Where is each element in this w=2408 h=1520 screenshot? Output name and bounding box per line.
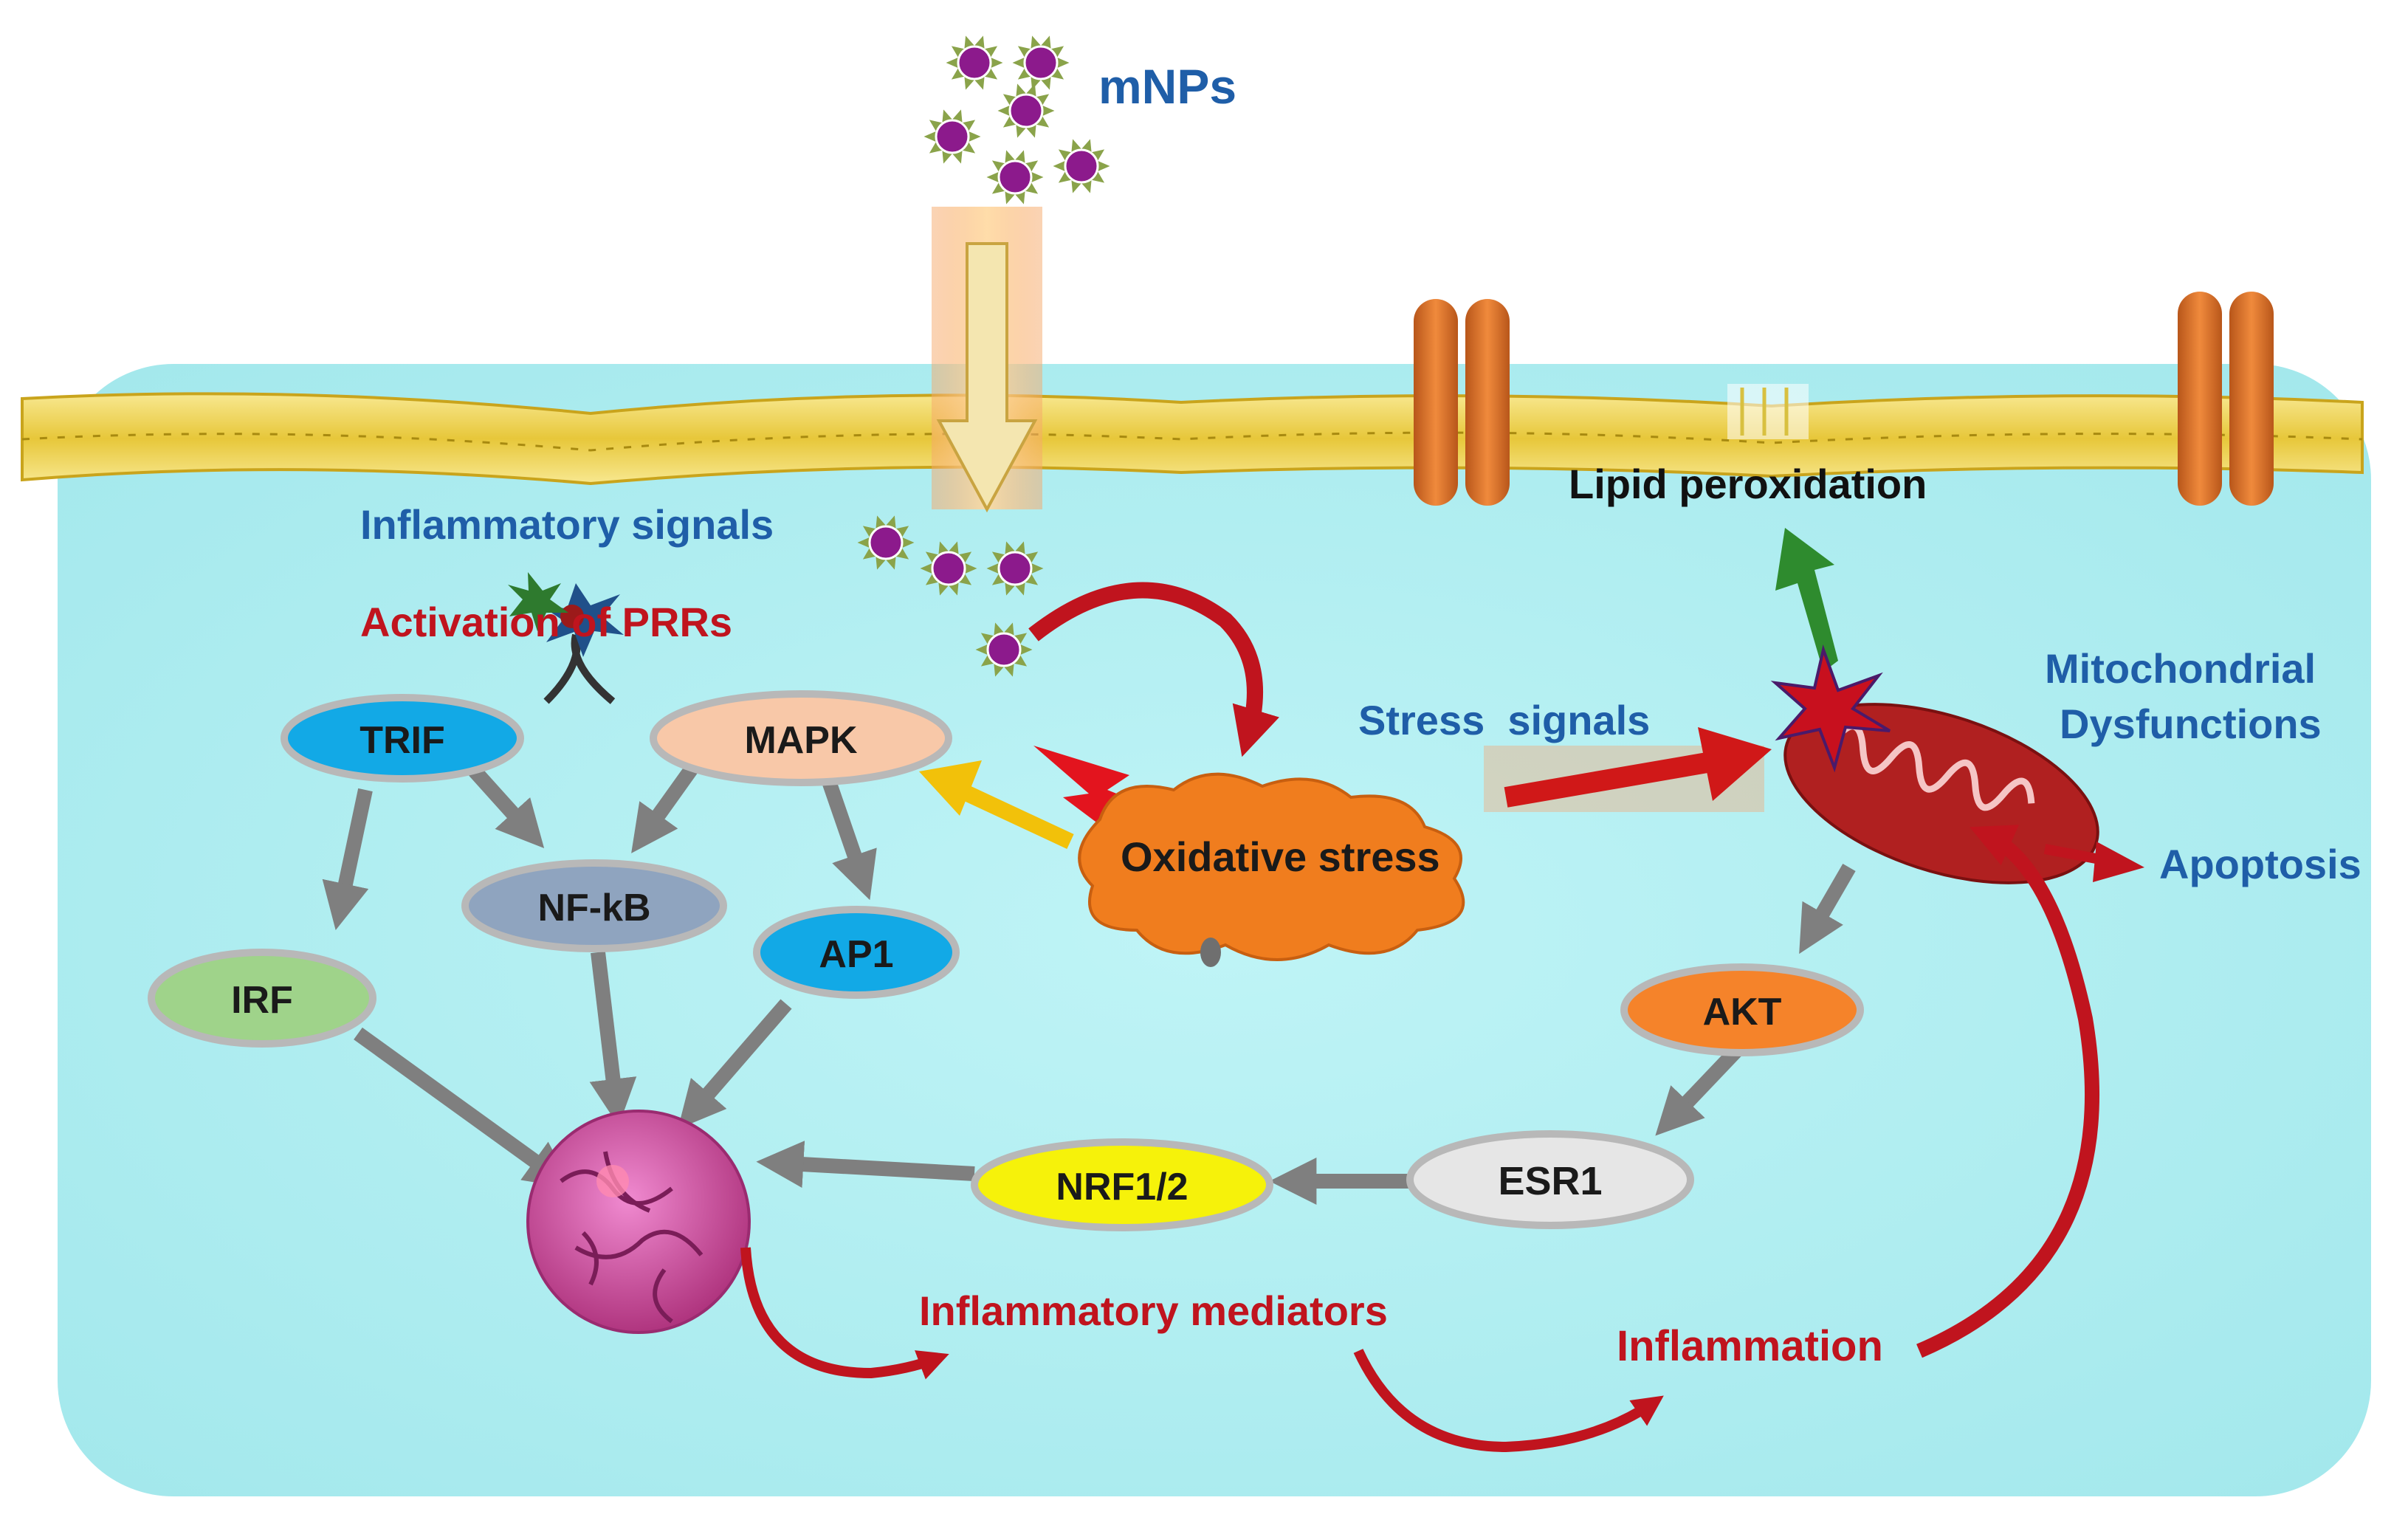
node-akt: AKT: [1620, 963, 1864, 1056]
inflammatory-signals-label: Inflammatory signals: [360, 501, 774, 548]
dysfunctions-label: Dysfunctions: [2060, 701, 2322, 747]
np-to-stress-arrow: [1028, 582, 1279, 757]
inflammation-to-mito-arrow: [1916, 825, 2100, 1358]
svg-text:IRF: IRF: [231, 979, 293, 1022]
node-nrf: NRF1/2: [971, 1138, 1273, 1231]
inflammatory-mediators-label: Inflammatory mediators: [919, 1287, 1388, 1334]
nanoparticle-icon: [997, 83, 1055, 138]
lipid-peroxidation-label: Lipid peroxidation: [1569, 461, 1927, 507]
svg-text:TRIF: TRIF: [360, 719, 445, 762]
svg-text:NF-kB: NF-kB: [537, 887, 650, 929]
apoptosis-arrow: [2043, 842, 2144, 882]
ion-channel-icon: [2178, 292, 2274, 506]
nanoparticle-icon: [923, 109, 981, 164]
inflammation-label: Inflammation: [1617, 1322, 1883, 1370]
apoptosis-label: Apoptosis: [2159, 841, 2361, 887]
lipid-damage-icon: [1727, 384, 1809, 439]
nanoparticle-icon: [986, 541, 1044, 596]
receptor-icon: [508, 572, 624, 704]
signal-arrows: [322, 755, 1856, 1206]
nanoparticle-icon: [1053, 139, 1110, 193]
svg-text:MAPK: MAPK: [744, 719, 858, 762]
nanoparticle-icon: [975, 622, 1033, 677]
oxidative-stress-label: Oxidative stress: [1121, 833, 1440, 880]
mitochondrial-label: Mitochondrial: [2045, 645, 2316, 692]
ion-channel-icon: [1414, 299, 1510, 506]
stress-signals-label: Stress signals: [1358, 697, 1650, 743]
nanoparticle-icon: [1012, 35, 1070, 90]
svg-text:ESR1: ESR1: [1498, 1159, 1602, 1203]
nanoparticle-icon: [920, 541, 977, 596]
svg-text:AKT: AKT: [1703, 991, 1782, 1034]
node-mapk: MAPK: [650, 690, 952, 786]
node-esr1: ESR1: [1406, 1130, 1694, 1229]
activation-prrs-label: Activation of PRRs: [360, 599, 732, 645]
mediators-to-inflammation-arrow: [1353, 1349, 1664, 1453]
svg-text:AP1: AP1: [819, 933, 893, 976]
node-ap1: AP1: [753, 906, 960, 999]
stress-signals-arrow: [1484, 727, 1772, 812]
nucleus-to-mediators-arrow: [740, 1247, 949, 1380]
entry-arrow: [932, 207, 1042, 513]
nanoparticle-icon: [946, 35, 1003, 90]
node-irf: IRF: [148, 949, 376, 1048]
nanoparticle-icon: [857, 515, 915, 570]
cloud-icon: [1078, 772, 1465, 967]
mitochondrion-icon: [1770, 644, 2099, 884]
stress-to-mapk-arrow: [919, 760, 1074, 849]
mnps-label: mNPs: [1098, 59, 1236, 114]
nucleus-icon: [526, 1110, 751, 1334]
svg-text:NRF1/2: NRF1/2: [1056, 1166, 1188, 1208]
nanoparticle-icon: [986, 150, 1044, 204]
node-nfkb: NF-kB: [461, 859, 727, 952]
node-trif: TRIF: [281, 694, 524, 783]
lipid-arrow: [1775, 528, 1838, 672]
